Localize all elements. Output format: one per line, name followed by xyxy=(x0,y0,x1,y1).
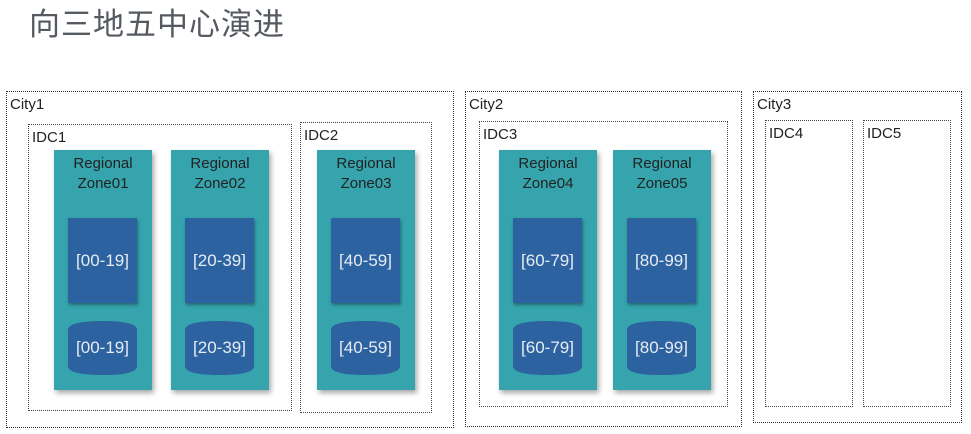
database-cylinder: [80-99] xyxy=(627,321,696,375)
zone-title-line1: Regional xyxy=(73,155,133,172)
db-range: [40-59] xyxy=(339,338,392,357)
idc-label: IDC5 xyxy=(867,125,902,142)
idc-box-idc2: IDC2 xyxy=(300,122,432,413)
idc-box-idc4: IDC4 xyxy=(765,120,853,407)
shard-block: [00-19] xyxy=(68,218,137,303)
regional-zone-02: Regional Zone02 [20-39] [20-39] xyxy=(171,150,269,390)
zone-title-line1: Regional xyxy=(518,155,578,172)
database-icon xyxy=(331,321,400,375)
zone-title: Regional Zone03 xyxy=(317,154,415,194)
shard-range: [40-59] xyxy=(339,250,392,270)
zone-title: Regional Zone01 xyxy=(54,154,152,194)
city-label: City1 xyxy=(10,96,45,113)
regional-zone-04: Regional Zone04 [60-79] [60-79] xyxy=(499,150,597,390)
shard-range: [80-99] xyxy=(635,250,688,270)
database-cylinder: [40-59] xyxy=(331,321,400,375)
database-icon xyxy=(185,321,254,375)
shard-block: [40-59] xyxy=(331,218,400,303)
database-cylinder: [60-79] xyxy=(513,321,582,375)
idc-box-idc5: IDC5 xyxy=(863,120,951,407)
database-icon xyxy=(513,321,582,375)
idc-box-idc1: IDC1 xyxy=(28,124,292,411)
zone-title-line2: Zone02 xyxy=(194,175,246,192)
shard-block: [60-79] xyxy=(513,218,582,303)
zone-title: Regional Zone02 xyxy=(171,154,269,194)
city-box-city3: City3 xyxy=(753,91,962,423)
zone-title-line2: Zone05 xyxy=(636,175,688,192)
idc-label: IDC4 xyxy=(769,125,804,142)
city-label: City2 xyxy=(469,96,504,113)
city-box-city2: City2 xyxy=(465,91,742,427)
idc-label: IDC2 xyxy=(304,127,339,144)
db-range: [60-79] xyxy=(521,338,574,357)
shard-block: [80-99] xyxy=(627,218,696,303)
page-title: 向三地五中心演进 xyxy=(29,7,285,43)
db-range: [80-99] xyxy=(635,338,688,357)
zone-title: Regional Zone04 xyxy=(499,154,597,194)
city-box-city1: City1 xyxy=(6,91,454,428)
city-label: City3 xyxy=(757,96,792,113)
shard-range: [00-19] xyxy=(76,250,129,270)
zone-title: Regional Zone05 xyxy=(613,154,711,194)
database-icon xyxy=(627,321,696,375)
idc-label: IDC1 xyxy=(32,129,67,146)
zone-title-line1: Regional xyxy=(336,155,396,172)
database-cylinder: [00-19] xyxy=(68,321,137,375)
zone-title-line2: Zone03 xyxy=(340,175,392,192)
database-icon xyxy=(68,321,137,375)
idc-box-idc3: IDC3 xyxy=(479,121,728,407)
zone-title-line2: Zone04 xyxy=(522,175,574,192)
idc-label: IDC3 xyxy=(483,126,518,143)
zone-title-line1: Regional xyxy=(632,155,692,172)
db-range: [00-19] xyxy=(76,338,129,357)
shard-range: [60-79] xyxy=(521,250,574,270)
zone-title-line2: Zone01 xyxy=(77,175,129,192)
database-cylinder: [20-39] xyxy=(185,321,254,375)
regional-zone-01: Regional Zone01 [00-19] [00-19] xyxy=(54,150,152,390)
regional-zone-03: Regional Zone03 [40-59] [40-59] xyxy=(317,150,415,390)
shard-block: [20-39] xyxy=(185,218,254,303)
shard-range: [20-39] xyxy=(193,250,246,270)
regional-zone-05: Regional Zone05 [80-99] [80-99] xyxy=(613,150,711,390)
db-range: [20-39] xyxy=(193,338,246,357)
zone-title-line1: Regional xyxy=(190,155,250,172)
